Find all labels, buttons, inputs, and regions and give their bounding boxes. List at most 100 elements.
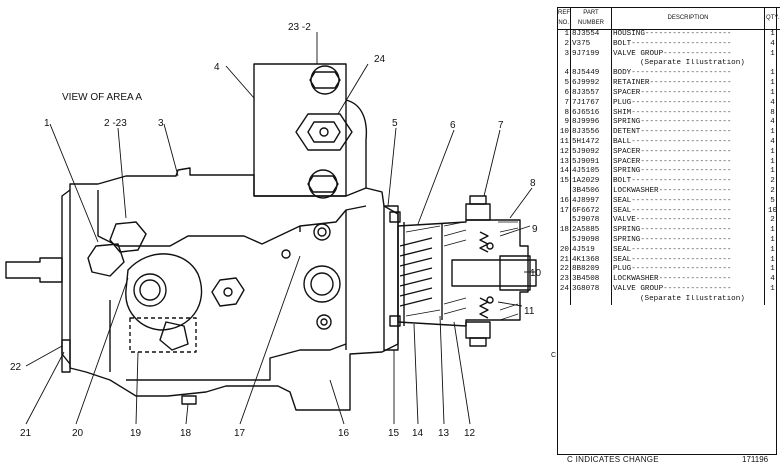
part-number: 5J9078: [570, 216, 612, 227]
callout-15: 15: [388, 428, 400, 439]
part-number: 6J9992: [570, 79, 612, 89]
part-number: 4K1368: [570, 255, 612, 266]
callout-5: 5: [392, 118, 398, 129]
part-qty: 1: [770, 128, 775, 137]
part-number: 5J9092: [570, 147, 612, 158]
part-number: 8J3554: [570, 29, 612, 40]
part-qty: 1: [770, 88, 775, 97]
part-description: SPACER--------------------: [611, 88, 765, 99]
part-description: SPRING--------------------: [611, 167, 765, 178]
part-description: HOUSING-------------------: [611, 29, 765, 40]
part-description: SEAL----------------------: [611, 245, 765, 256]
part-ref-no: 1: [557, 29, 571, 40]
part-number: 6F6672: [570, 206, 612, 217]
figure-number: 171196: [742, 455, 769, 464]
callout-14: 14: [412, 428, 424, 439]
part-description: LOCKWASHER----------------: [611, 275, 765, 285]
part-number: 1A2029: [570, 177, 612, 187]
part-ref-no: 2: [557, 39, 571, 50]
part-qty: 1: [770, 265, 775, 274]
part-description: SEAL----------------------: [611, 206, 765, 217]
part-number: 8J9996: [570, 118, 612, 129]
callout-1: 1: [44, 118, 50, 129]
part-description: VALVE GROUP---------------: [611, 284, 765, 295]
part-qty: 1: [770, 69, 775, 78]
part-description: SPACER--------------------: [611, 157, 765, 168]
part-ref-no: 5: [557, 79, 571, 89]
dot-leader: ---------------------: [635, 216, 732, 225]
part-number: 4J5105: [570, 167, 612, 178]
part-ref-no: [557, 235, 571, 246]
part-ref-no: 18: [557, 226, 571, 236]
part-qty: 1: [770, 235, 775, 244]
part-qty: 1: [770, 147, 775, 156]
part-number: 5H1472: [570, 137, 612, 148]
callout-19: 19: [130, 428, 142, 439]
part-ref-no: 7: [557, 98, 571, 109]
part-ref-no: 13: [557, 157, 571, 168]
callout-3: 3: [158, 118, 164, 129]
dot-leader: --------------------: [640, 128, 732, 137]
part-description: SPRING--------------------: [611, 118, 765, 129]
callout-11: 11: [524, 306, 535, 317]
part-ref-no: 22: [557, 265, 571, 276]
block-bolt-top: [310, 65, 340, 95]
dot-leader: ----------------------: [631, 39, 732, 48]
callout-18: 18: [180, 428, 192, 439]
part-qty: 4: [770, 39, 775, 48]
callout-7: 7: [498, 120, 504, 131]
part-description: RETAINER------------------: [611, 79, 765, 89]
part-ref-no: 8: [557, 108, 571, 119]
housing-left-boss: [61, 189, 71, 365]
part-qty: 4: [770, 98, 775, 107]
part-qty: 1: [770, 284, 775, 293]
part-ref-no: 6: [557, 88, 571, 99]
dot-leader: ----------------------: [631, 177, 732, 186]
part-qty: 1: [770, 245, 775, 254]
dot-leader: ----------------: [658, 275, 732, 284]
callout-17: 17: [234, 428, 246, 439]
part-number: V375: [570, 39, 612, 50]
dot-leader: ------------------: [649, 79, 732, 88]
part-description: BALL----------------------: [611, 137, 765, 148]
callout-21: 21: [20, 428, 32, 439]
part-ref-no: 12: [557, 147, 571, 158]
right-bore: [303, 265, 341, 303]
callout-24: 24: [374, 54, 386, 65]
bolt-head-left: [109, 221, 147, 253]
change-footnote: C INDICATES CHANGE: [567, 455, 659, 464]
seal-dashed: [129, 317, 197, 353]
dot-leader: ---------------: [663, 284, 732, 293]
part-number: 4J519: [570, 245, 612, 256]
part-ref-no: 11: [557, 137, 571, 148]
part-number: [570, 294, 612, 305]
part-qty: 4: [770, 137, 775, 146]
part-qty: 1: [770, 49, 775, 58]
part-number: [570, 59, 612, 70]
part-qty: [765, 295, 781, 305]
callout-12: 12: [464, 428, 476, 439]
dot-leader: ----------------------: [631, 245, 732, 254]
part-description: BOLT----------------------: [611, 177, 765, 187]
dot-leader: ----------------------: [631, 265, 732, 274]
valve-assembly-drawing: VIEW OF AREA A 23 -2 4 24 1 2 -23 3 5 6 …: [5, 22, 542, 439]
dot-leader: ----------------------: [631, 69, 732, 78]
